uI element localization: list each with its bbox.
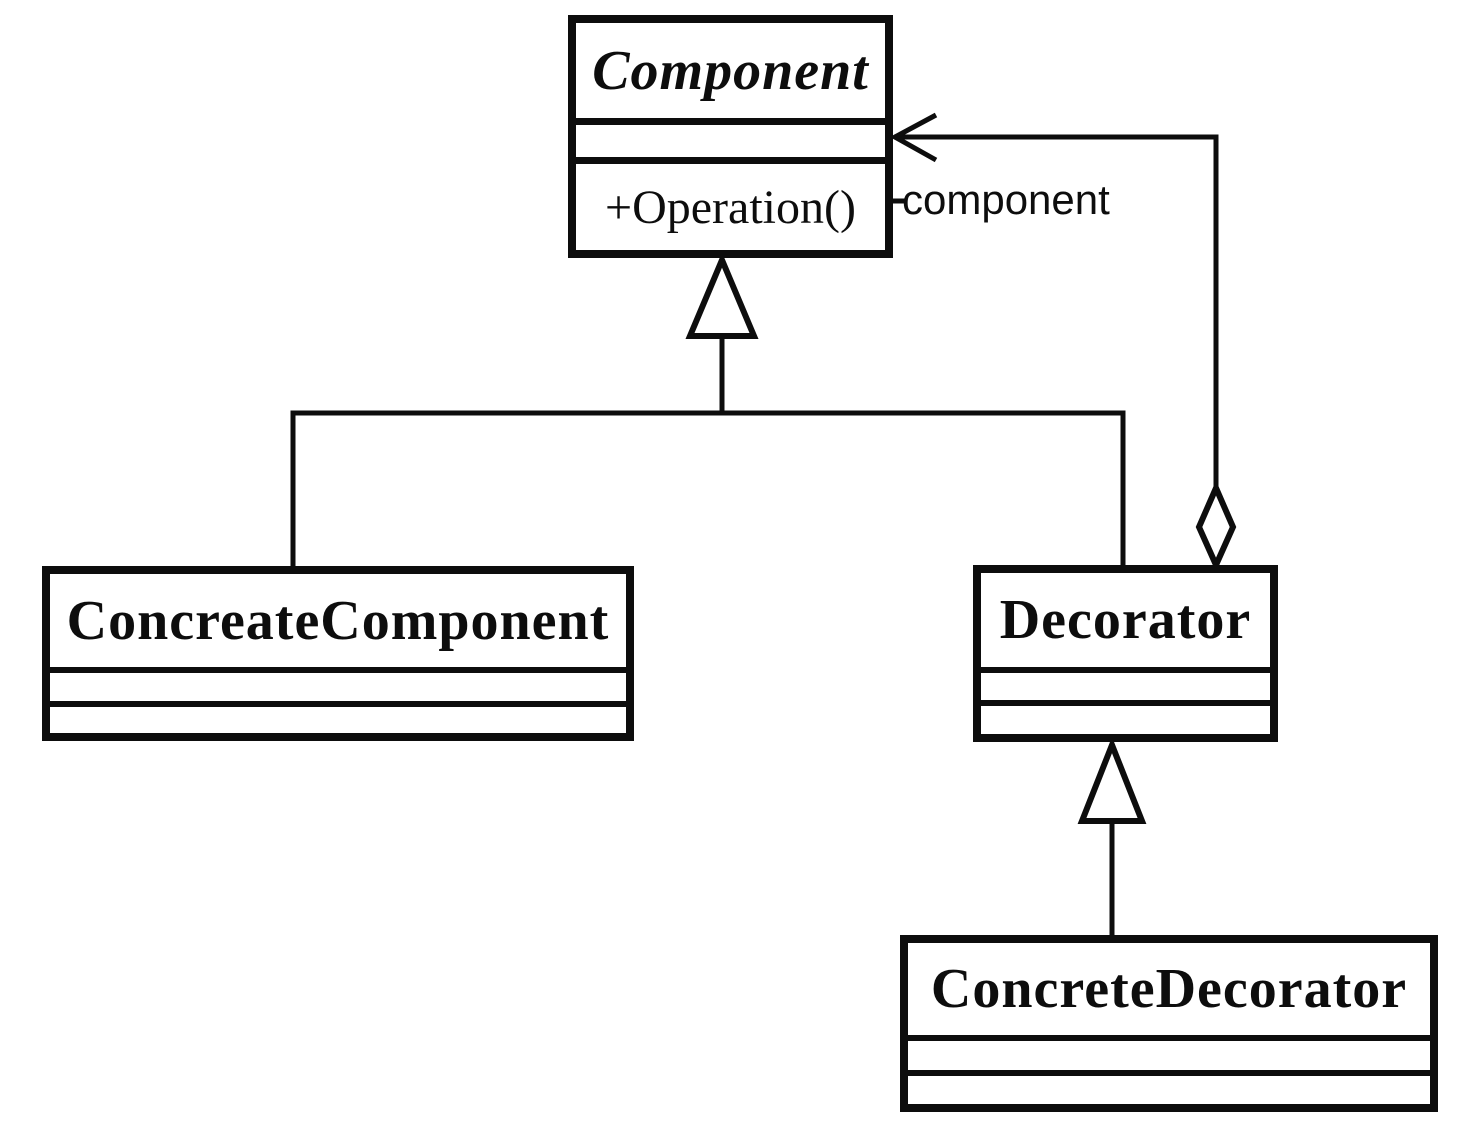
open-arrowhead-icon: [889, 112, 938, 163]
generalization-branch-line: [290, 410, 1126, 566]
class-concrete-decorator-attributes: [908, 1035, 1430, 1070]
association-role-label: component: [902, 176, 1110, 223]
class-concrete-decorator-name: ConcreteDecorator: [930, 958, 1408, 1020]
method-operation: +Operation(): [605, 180, 856, 234]
class-concreate-component-methods: [50, 701, 626, 733]
class-concrete-decorator-methods: [908, 1070, 1430, 1104]
class-component-attributes: [576, 118, 885, 157]
class-concrete-decorator: ConcreteDecorator: [900, 935, 1438, 1112]
hollow-triangle-icon: [685, 252, 759, 339]
class-decorator-attributes: [981, 667, 1270, 700]
aggregation-diamond-icon: [1195, 480, 1237, 573]
generalization-to-component: [290, 252, 1126, 566]
class-decorator-name: Decorator: [999, 589, 1252, 651]
class-concreate-component-name: ConcreateComponent: [66, 589, 610, 652]
generalization-to-decorator: [1077, 736, 1147, 937]
class-component-name: Component: [592, 39, 869, 102]
class-concreate-component-attributes: [50, 667, 626, 701]
class-concreate-component: ConcreateComponent: [42, 566, 634, 741]
class-component: Component +Operation(): [568, 15, 893, 258]
hollow-triangle-icon: [1077, 736, 1147, 824]
class-decorator-methods: [981, 700, 1270, 734]
class-component-methods: +Operation(): [576, 157, 885, 250]
class-decorator: Decorator: [973, 565, 1278, 742]
